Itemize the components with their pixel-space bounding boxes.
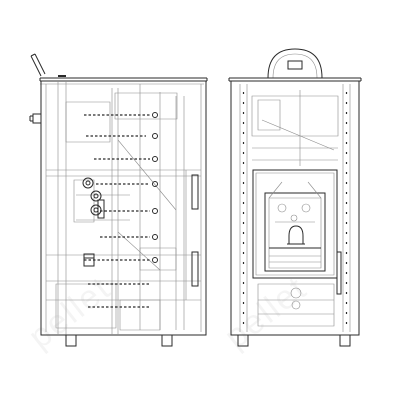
side-callout-rows [84, 115, 150, 307]
front-door-frame [253, 170, 337, 278]
side-rear-outlet [30, 114, 41, 123]
front-feet [238, 335, 350, 346]
front-view [229, 49, 361, 346]
burner-pot [287, 226, 305, 244]
side-top-cover [40, 76, 207, 84]
firebox-internals [275, 204, 315, 222]
side-feet [66, 335, 172, 346]
front-side-panels [240, 84, 350, 332]
display-window [288, 61, 302, 69]
front-internal-lines [252, 90, 338, 326]
front-body-outline [231, 81, 359, 335]
firebox-window [265, 182, 325, 271]
side-view [30, 54, 207, 346]
side-flue-pipe [31, 54, 45, 76]
side-body-outline [41, 81, 206, 335]
side-front-edge [186, 170, 198, 300]
watermark-text-left: pellet [22, 269, 119, 356]
watermark-text-right: pellet [218, 269, 315, 356]
side-callout-circles [153, 113, 158, 263]
front-door-handle [337, 252, 341, 294]
front-control-panel [268, 49, 322, 78]
watermark: pellet pellet [22, 269, 315, 356]
side-mechanism [83, 178, 104, 266]
